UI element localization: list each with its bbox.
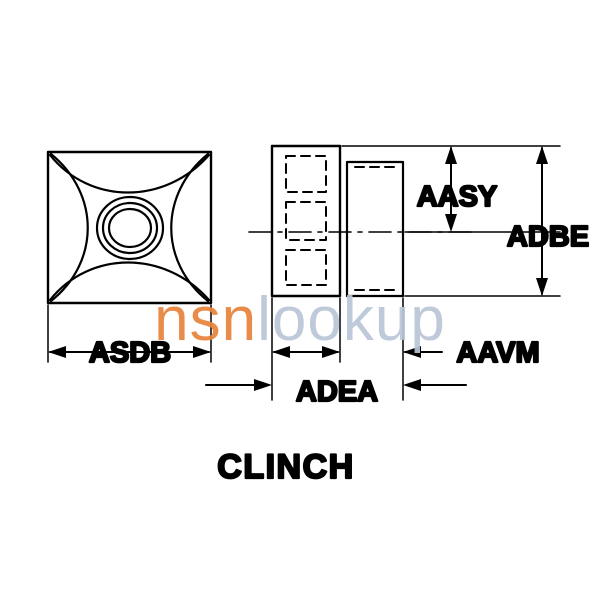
- dimension-lines: [48, 146, 548, 391]
- front-face-curve-top: [48, 153, 211, 194]
- front-face-curve-bottom: [48, 261, 211, 302]
- arrow-adea-leader-left: [254, 379, 272, 391]
- arrow-asdb-left: [48, 346, 66, 358]
- dimension-label-texts: ASDB ADEA AAVM AASY ADBE CLINCH: [88, 180, 590, 487]
- arrow-asdb-right: [193, 346, 211, 358]
- side-view-head-outline: [270, 144, 342, 298]
- hidden-slot-bottom: [285, 249, 327, 286]
- figure-caption: CLINCH: [217, 448, 354, 486]
- label-aavm: AAVM: [456, 337, 539, 369]
- front-view-outline: [46, 150, 213, 305]
- label-aasy: AASY: [417, 181, 498, 213]
- hidden-lines-group: [285, 155, 399, 291]
- arrow-aasy-bottom: [445, 214, 457, 232]
- arrow-aasy-top: [445, 146, 457, 164]
- front-face-curve-right: [170, 152, 210, 303]
- label-adea: ADEA: [296, 376, 378, 408]
- front-face-curve-left: [49, 152, 89, 303]
- arrow-adbe-top: [536, 146, 548, 164]
- hole-middle-circle: [101, 201, 159, 255]
- arrow-adea-leader-right: [403, 379, 421, 391]
- hidden-slot-middle: [285, 201, 327, 241]
- front-view: [46, 150, 213, 305]
- hidden-slot-top: [285, 155, 327, 193]
- hole-outer-circle: [95, 195, 165, 261]
- side-view-shank-outline: [345, 160, 405, 298]
- arrow-aavm-left: [403, 346, 421, 358]
- side-view: [248, 144, 473, 298]
- label-adbe: ADBE: [507, 221, 589, 253]
- hole-inner-circle: [107, 207, 153, 249]
- arrow-adea-left: [272, 346, 290, 358]
- arrow-adbe-bottom: [536, 278, 548, 296]
- label-asdb: ASDB: [89, 337, 171, 369]
- arrow-adea-right: [322, 346, 340, 358]
